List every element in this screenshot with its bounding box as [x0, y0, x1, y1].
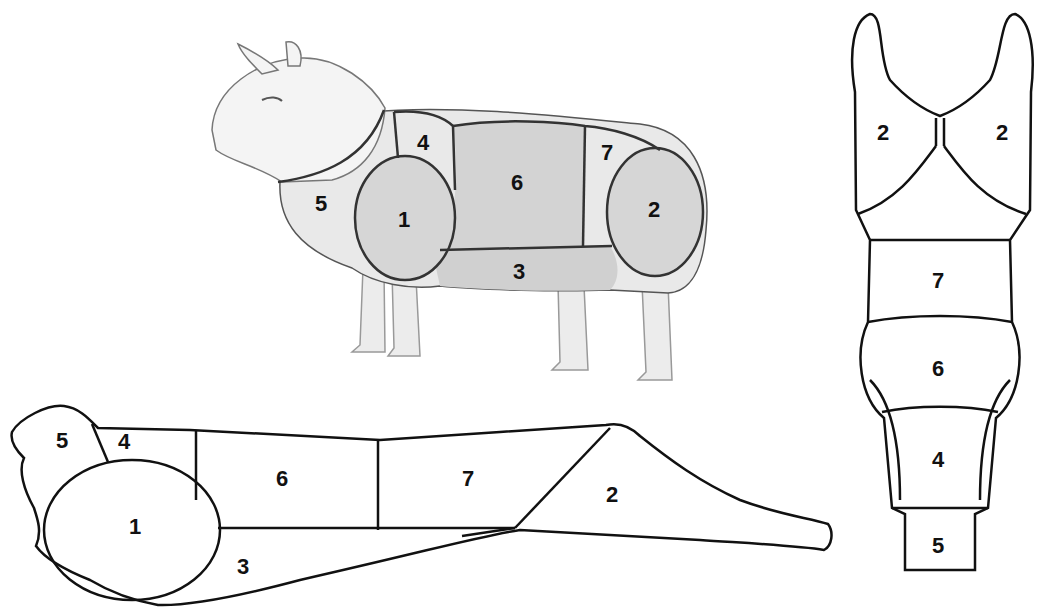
- cut-line: [936, 118, 944, 146]
- ear: [238, 44, 278, 74]
- callout-number: 7: [932, 270, 944, 292]
- callout-number: 6: [511, 172, 523, 194]
- callout-number: 4: [932, 449, 944, 471]
- region-line: [278, 110, 384, 182]
- callout-number: 6: [276, 468, 288, 490]
- carcass-outline: [12, 406, 832, 605]
- region-line: [394, 112, 455, 190]
- callout-number: 1: [398, 209, 410, 231]
- cut-line: [92, 424, 108, 462]
- sheep: [212, 42, 707, 380]
- region-outline: [355, 156, 455, 280]
- callout-number: 7: [462, 468, 474, 490]
- carcass-side: [12, 406, 832, 605]
- region-line: [583, 126, 585, 246]
- cut-line: [868, 316, 1012, 322]
- cut-line: [218, 527, 515, 530]
- carcass-top: [852, 14, 1033, 570]
- ear: [286, 42, 301, 66]
- cut-line: [377, 440, 380, 530]
- cut-line: [515, 428, 610, 528]
- cut-line: [882, 407, 998, 412]
- cut-line: [892, 507, 988, 510]
- cut-line: [195, 430, 198, 500]
- callout-number: 5: [315, 193, 327, 215]
- cut-line: [462, 528, 515, 536]
- callout-number: 5: [932, 535, 944, 557]
- cut-line: [44, 460, 220, 600]
- callout-number: 2: [648, 199, 660, 221]
- sheep-head: [212, 58, 385, 182]
- region-shade: [432, 246, 618, 291]
- callout-number: 3: [513, 261, 525, 283]
- callout-number: 2: [606, 484, 618, 506]
- region-line: [453, 121, 660, 150]
- cut-line: [944, 146, 1026, 214]
- region-shade: [440, 121, 585, 250]
- cut-line: [858, 146, 936, 214]
- region-line: [440, 246, 612, 250]
- eye: [262, 97, 282, 101]
- callout-number: 6: [932, 358, 944, 380]
- callout-number: 2: [996, 122, 1008, 144]
- cut-line: [870, 380, 1010, 500]
- callout-number: 3: [237, 556, 249, 578]
- callout-number: 2: [877, 122, 889, 144]
- callout-number: 4: [417, 132, 429, 154]
- hind-legs: [552, 284, 672, 380]
- callout-number: 7: [601, 142, 613, 164]
- callout-number: 4: [118, 431, 130, 453]
- callout-number: 5: [56, 430, 68, 452]
- carcass-outline: [852, 14, 1033, 570]
- cut-line: [870, 239, 1010, 242]
- callout-number: 1: [129, 516, 141, 538]
- region-outline: [607, 148, 703, 276]
- region-line: [394, 112, 398, 158]
